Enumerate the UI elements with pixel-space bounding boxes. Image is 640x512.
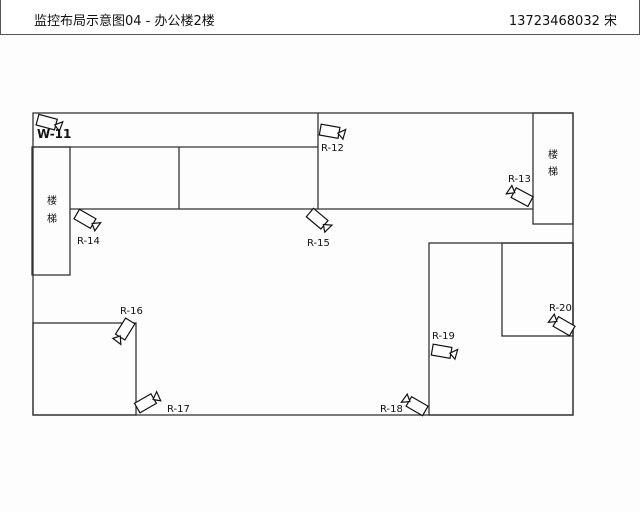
camera-r-14: R-14 bbox=[73, 208, 102, 247]
building-outline bbox=[32, 112, 574, 416]
page-title: 监控布局示意图04 - 办公楼2楼 bbox=[34, 14, 215, 29]
room-lower-left bbox=[32, 322, 137, 416]
camera-icon bbox=[400, 392, 429, 417]
camera-r-16: R-16 bbox=[111, 306, 143, 346]
camera-label: W-11 bbox=[37, 127, 71, 141]
camera-r-19: R-19 bbox=[430, 331, 459, 361]
camera-label: R-14 bbox=[77, 236, 100, 247]
walls bbox=[31, 112, 574, 416]
stair-label-text: 梯 bbox=[47, 212, 57, 225]
camera-icon bbox=[505, 184, 534, 208]
camera-icon bbox=[318, 123, 347, 141]
stair-label-text: 楼 bbox=[548, 148, 558, 161]
camera-label: R-12 bbox=[321, 143, 344, 154]
stair-left bbox=[31, 146, 71, 276]
stair-label-left: 楼 梯 bbox=[47, 194, 57, 225]
camera-r-13: R-13 bbox=[505, 174, 534, 208]
camera-r-15: R-15 bbox=[305, 207, 334, 249]
camera-r-20: R-20 bbox=[547, 303, 576, 337]
camera-label: R-19 bbox=[432, 331, 455, 342]
camera-r-17: R-17 bbox=[133, 390, 190, 415]
camera-icon bbox=[133, 390, 162, 414]
camera-label: R-18 bbox=[380, 404, 403, 415]
contact-info: 13723468032 宋 bbox=[508, 14, 617, 29]
stair-label-text: 梯 bbox=[548, 165, 558, 178]
camera-icon bbox=[111, 317, 136, 346]
camera-r-18: R-18 bbox=[380, 392, 429, 417]
stair-right bbox=[532, 112, 574, 225]
room-lower-right bbox=[428, 242, 574, 416]
camera-icon bbox=[547, 312, 576, 337]
camera-icon bbox=[305, 207, 334, 234]
camera-label: R-20 bbox=[549, 303, 572, 314]
room-inner bbox=[501, 242, 574, 337]
camera-label: R-13 bbox=[508, 174, 531, 185]
camera-icon bbox=[35, 113, 64, 133]
stair-label-text: 楼 bbox=[47, 194, 57, 207]
camera-w-11: W-11 bbox=[35, 113, 71, 141]
camera-label: R-17 bbox=[167, 404, 190, 415]
stair-label-right: 楼 梯 bbox=[548, 148, 558, 178]
camera-icon bbox=[430, 343, 459, 361]
camera-label: R-15 bbox=[307, 238, 330, 249]
camera-icon bbox=[73, 208, 102, 233]
camera-r-12: R-12 bbox=[318, 123, 347, 154]
camera-label: R-16 bbox=[120, 306, 143, 317]
header-bar: 监控布局示意图04 - 办公楼2楼 13723468032 宋 bbox=[0, 0, 640, 35]
